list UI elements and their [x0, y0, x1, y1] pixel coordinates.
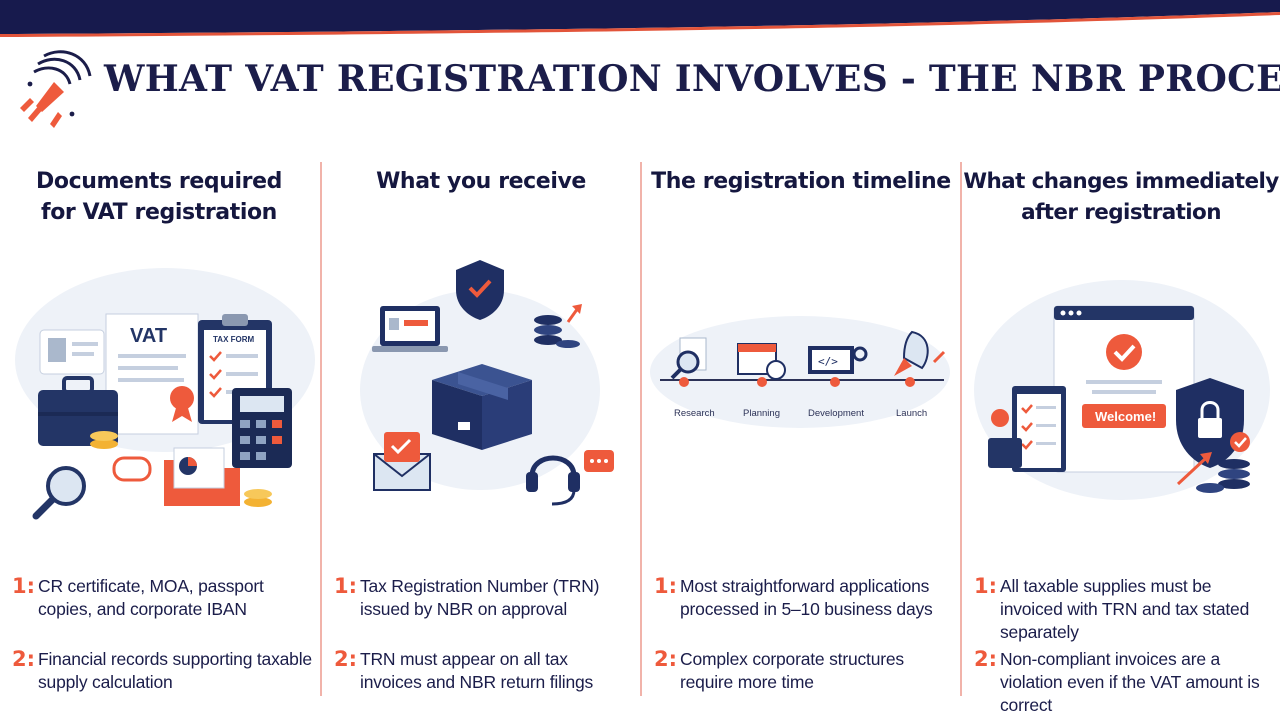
column-what-changes: What changes immediately after registrat…: [962, 160, 1280, 715]
after-registration-illustration: Welcome!: [974, 280, 1270, 500]
column-title: Documents required for VAT registration: [0, 166, 318, 228]
shield-check-icon: [456, 260, 504, 320]
timeline-dot: [905, 377, 915, 387]
column-title-line: Documents required: [36, 169, 282, 194]
point-number: 2:: [974, 647, 998, 671]
timeline-dot: [830, 377, 840, 387]
point-text: Complex corporate structures require mor…: [680, 649, 904, 692]
point-number: 1:: [974, 574, 998, 598]
welcome-label: Welcome!: [1095, 409, 1156, 424]
point-number: 1:: [12, 574, 36, 598]
timeline-label: Development: [808, 408, 864, 419]
timeline-label: Launch: [896, 408, 927, 419]
column-documents-required: Documents required for VAT registration …: [0, 160, 318, 700]
timeline-dot: [679, 377, 689, 387]
column-title-line: The registration timeline: [651, 169, 951, 194]
column-title-line: What changes immediately: [963, 169, 1279, 194]
list-item: 1: CR certificate, MOA, passport copies,…: [12, 575, 312, 621]
development-code-icon: </>: [808, 346, 868, 374]
list-item: 2: Non-compliant invoices are a violatio…: [974, 648, 1274, 717]
coins-icon: [90, 431, 272, 507]
column-title-line: for VAT registration: [41, 200, 277, 225]
column-title-line: What you receive: [376, 169, 586, 194]
column-title-line: after registration: [1021, 200, 1221, 225]
point-text: Tax Registration Number (TRN) issued by …: [360, 576, 600, 619]
point-text: CR certificate, MOA, passport copies, an…: [38, 576, 264, 619]
rocket-logo-icon: [20, 50, 92, 128]
column-what-you-receive: What you receive: [322, 160, 640, 700]
documents-illustration: VAT TAX FORM: [15, 268, 315, 520]
list-item: 2: Financial records supporting taxable …: [12, 648, 312, 694]
research-magnifier-icon: [670, 337, 707, 380]
column-registration-timeline: The registration timeline </>: [642, 160, 960, 700]
point-number: 2:: [334, 647, 358, 671]
point-text: TRN must appear on all tax invoices and …: [360, 649, 594, 692]
launch-rocket-icon: [894, 330, 946, 376]
column-divider: [320, 162, 322, 696]
list-item: 1: All taxable supplies must be invoiced…: [974, 575, 1274, 644]
timeline-dot: [757, 377, 767, 387]
list-item: 1: Tax Registration Number (TRN) issued …: [334, 575, 634, 621]
magnifier-icon: [32, 466, 86, 520]
timeline-label: Planning: [743, 408, 780, 419]
svg-text:</>: </>: [818, 355, 838, 368]
id-card-icon: [39, 329, 105, 375]
lock-shield-icon: [1176, 378, 1250, 468]
timeline-label: Research: [674, 408, 715, 419]
point-text: Non-compliant invoices are a violation e…: [1000, 649, 1260, 715]
point-number: 2:: [654, 647, 678, 671]
browser-window-icon: Welcome!: [1053, 305, 1195, 473]
list-item: 2: TRN must appear on all tax invoices a…: [334, 648, 634, 694]
column-divider: [960, 162, 962, 696]
folder-icon: [164, 447, 240, 506]
list-item: 2: Complex corporate structures require …: [654, 648, 954, 694]
laptop-icon: [372, 306, 448, 352]
page-title: WHAT VAT REGISTRATION INVOLVES - THE NBR…: [104, 58, 1280, 100]
timeline-illustration: </> Research Planning Development Launch: [650, 316, 950, 428]
point-text: Financial records supporting taxable sup…: [38, 649, 312, 692]
package-box-icon: [432, 364, 532, 450]
point-number: 1:: [334, 574, 358, 598]
column-title: What you receive: [322, 166, 640, 197]
vat-document-icon: VAT: [105, 313, 199, 435]
vat-label: VAT: [130, 325, 167, 347]
headset-support-icon: [526, 450, 614, 506]
planning-calendar-icon: [737, 343, 786, 380]
column-title: What changes immediately after registrat…: [962, 166, 1280, 228]
coins-growth-icon: [534, 304, 582, 348]
link-connector-icon: [112, 456, 152, 482]
tax-form-label: TAX FORM: [213, 335, 255, 344]
point-text: Most straightforward applications proces…: [680, 576, 933, 619]
list-item: 1: Most straightforward applications pro…: [654, 575, 954, 621]
mail-check-icon: [373, 432, 431, 491]
point-number: 2:: [12, 647, 36, 671]
receive-illustration: [360, 260, 614, 506]
top-banner: [0, 0, 1280, 37]
calculator-icon: [232, 388, 292, 468]
welcome-banner: [1082, 404, 1166, 428]
column-title: The registration timeline: [642, 166, 960, 197]
point-number: 1:: [654, 574, 678, 598]
column-divider: [640, 162, 642, 696]
checklist-clipboard-icon: [988, 386, 1066, 472]
point-text: All taxable supplies must be invoiced wi…: [1000, 576, 1250, 642]
coins-growth-icon: [1176, 452, 1250, 493]
